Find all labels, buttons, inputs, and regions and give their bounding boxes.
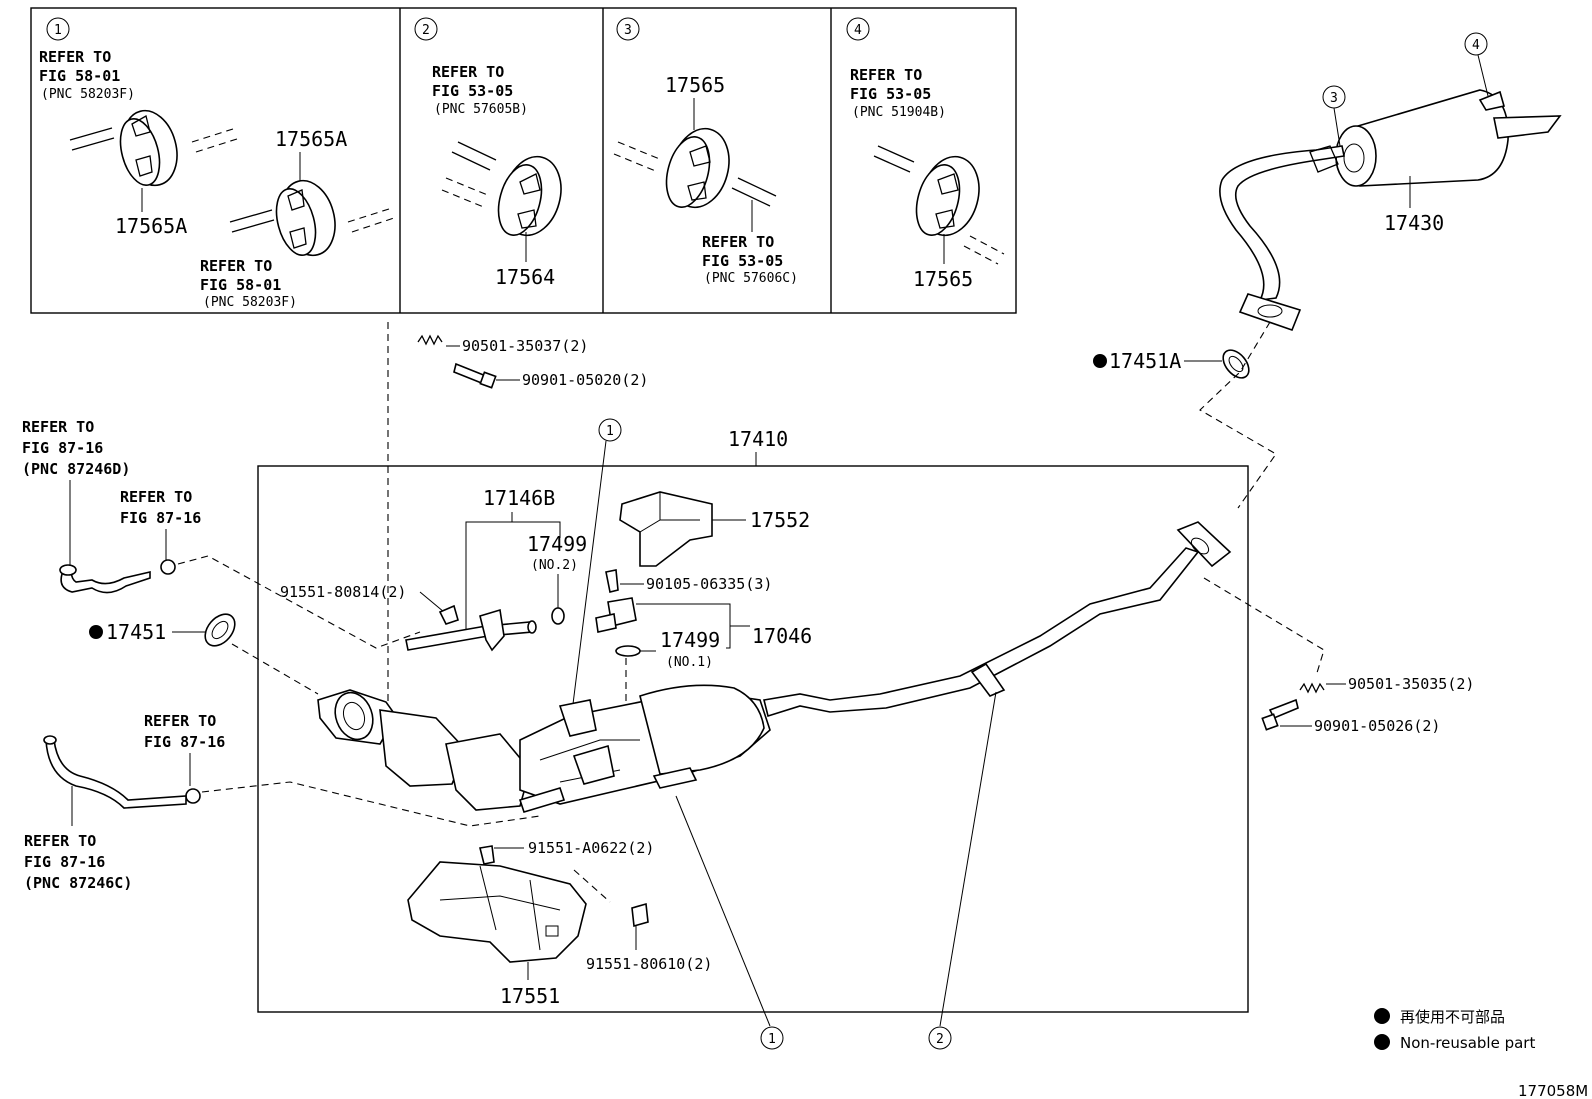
spring-bolt-upper: 90501-35037(2) 90901-05020(2) xyxy=(417,334,648,389)
part-91551-80610: 91551-80610(2) xyxy=(586,955,712,973)
heat-insulator-17552: 17552 xyxy=(619,491,810,567)
panel-1-part-b: 17565A xyxy=(275,127,347,151)
bolt-91551-80610: 91551-80610(2) xyxy=(586,902,712,973)
heat-insulator-17551: 17551 xyxy=(407,861,587,1008)
part-90501-35037: 90501-35037(2) xyxy=(462,337,588,355)
svg-text:REFER TO: REFER TO xyxy=(120,488,192,506)
part-90501-35035: 90501-35035(2) xyxy=(1348,675,1474,693)
svg-text:1: 1 xyxy=(606,424,614,439)
panel-1: 1 REFER TO FIG 58-01 (PNC 58203F) 17565A… xyxy=(39,17,395,310)
part-17552: 17552 xyxy=(750,508,810,532)
panel-2-ref-line2: FIG 53-05 xyxy=(432,82,513,100)
svg-text:2: 2 xyxy=(936,1032,944,1047)
o-ring-17499-no2: 17499 (NO.2) xyxy=(527,532,587,625)
panel-1-ref-a-line3: (PNC 58203F) xyxy=(41,87,135,102)
rubber-hanger-17565A-top xyxy=(119,109,178,187)
rubber-hanger-17565-panel3 xyxy=(665,127,730,209)
panel-4-ref-line1: REFER TO xyxy=(850,66,922,84)
svg-text:REFER TO: REFER TO xyxy=(144,712,216,730)
svg-text:4: 4 xyxy=(1472,38,1480,53)
callout-1-top: 1 xyxy=(571,418,622,713)
figure-id: 177058M xyxy=(1518,1082,1588,1099)
svg-text:(PNC 87246D): (PNC 87246D) xyxy=(22,460,130,478)
front-pipe-converter-17410 xyxy=(317,521,1232,813)
bolt-90105-06335: 90105-06335(3) xyxy=(605,569,772,593)
gasket-17451-label: 17451 xyxy=(106,620,166,644)
gasket-17451A-label: 17451A xyxy=(1109,349,1181,373)
panel-2-ref-line3: (PNC 57605B) xyxy=(434,102,528,117)
panel-4-number: 4 xyxy=(854,23,862,38)
panel-3-part: 17565 xyxy=(665,73,725,97)
panel-1-part-a: 17565A xyxy=(115,214,187,238)
panel-3-ref-line2: FIG 53-05 xyxy=(702,252,783,270)
rubber-hanger-17565A-right xyxy=(275,179,336,257)
panel-1-number: 1 xyxy=(54,23,62,38)
part-91551-80814: 91551-80814(2) xyxy=(280,583,406,601)
part-17146B: 17146B xyxy=(483,486,555,510)
panel-2-ref-line1: REFER TO xyxy=(432,63,504,81)
part-90901-05020: 90901-05020(2) xyxy=(522,371,648,389)
rubber-hanger-17565-panel4 xyxy=(915,155,980,237)
part-17551: 17551 xyxy=(500,984,560,1008)
svg-text:(PNC 87246C): (PNC 87246C) xyxy=(24,874,132,892)
hose-ref-top-left: REFER TO FIG 87-16 (PNC 87246D) xyxy=(22,418,151,594)
bolt-91551-A0622: 91551-A0622(2) xyxy=(479,839,654,865)
legend-en: Non-reusable part xyxy=(1400,1034,1535,1052)
callout-2-bottom: 2 xyxy=(928,691,997,1050)
part-90901-05026: 90901-05026(2) xyxy=(1314,717,1440,735)
panel-4-part: 17565 xyxy=(913,267,973,291)
panel-4-ref-line3: (PNC 51904B) xyxy=(852,105,946,120)
svg-text:FIG 87-16: FIG 87-16 xyxy=(144,733,225,751)
part-17499-no1-note: (NO.1) xyxy=(666,655,713,670)
muffler-part-number: 17430 xyxy=(1384,211,1444,235)
svg-text:1: 1 xyxy=(768,1032,776,1047)
pipe-17146B: 17146B xyxy=(405,486,561,652)
svg-text:FIG 87-16: FIG 87-16 xyxy=(120,509,201,527)
panel-3-number: 3 xyxy=(624,23,632,38)
callout-3: 3 xyxy=(1322,85,1346,147)
part-17499-no2-note: (NO.2) xyxy=(531,558,578,573)
panel-4: 4 REFER TO FIG 53-05 (PNC 51904B) 17565 xyxy=(846,17,1005,291)
panel-1-ref-b-line2: FIG 58-01 xyxy=(200,276,281,294)
gasket-17451A: 17451A xyxy=(1093,349,1250,379)
panel-2-number: 2 xyxy=(422,23,430,38)
rubber-hanger-17564 xyxy=(497,155,562,237)
svg-text:FIG 87-16: FIG 87-16 xyxy=(24,853,105,871)
tail-muffler-17430 xyxy=(1219,89,1562,332)
part-91551-A0622: 91551-A0622(2) xyxy=(528,839,654,857)
svg-text:REFER TO: REFER TO xyxy=(22,418,94,436)
inset-panels xyxy=(30,7,1017,314)
part-17499-no2: 17499 xyxy=(527,532,587,556)
assembly-box-17410: 17410 xyxy=(257,427,1249,1013)
legend: 再使用不可部品 Non-reusable part xyxy=(1374,1008,1535,1052)
panel-3: 3 17565 REFER TO FIG 53-05 (PNC 57606C) xyxy=(613,17,798,286)
hose-ref-bottom-left: REFER TO FIG 87-16 (PNC 87246C) xyxy=(24,735,187,892)
panel-3-ref-line3: (PNC 57606C) xyxy=(704,271,798,286)
panel-1-ref-a-line1: REFER TO xyxy=(39,48,111,66)
callout-4: 4 xyxy=(1464,32,1489,97)
panel-2: 2 REFER TO FIG 53-05 (PNC 57605B) 17564 xyxy=(414,17,562,289)
svg-text:REFER TO: REFER TO xyxy=(24,832,96,850)
hose-ref-clip-bottom: REFER TO FIG 87-16 xyxy=(144,712,225,804)
sensor-17046: 17046 17499 (NO.1) xyxy=(595,597,812,670)
gasket-17451: 17451 xyxy=(89,613,236,647)
hose-ref-clip-top: REFER TO FIG 87-16 xyxy=(120,488,201,575)
legend-jp: 再使用不可部品 xyxy=(1400,1008,1505,1026)
part-17499-no1: 17499 xyxy=(660,628,720,652)
spring-bolt-right: 90501-35035(2) 90901-05026(2) xyxy=(1261,675,1474,735)
assembly-part-number: 17410 xyxy=(728,427,788,451)
panel-1-ref-b-line3: (PNC 58203F) xyxy=(203,295,297,310)
panel-2-part: 17564 xyxy=(495,265,555,289)
part-17046: 17046 xyxy=(752,624,812,648)
callout-1-bottom: 1 xyxy=(675,795,784,1050)
part-90105-06335: 90105-06335(3) xyxy=(646,575,772,593)
svg-text:FIG 87-16: FIG 87-16 xyxy=(22,439,103,457)
panel-3-ref-line1: REFER TO xyxy=(702,233,774,251)
panel-4-ref-line2: FIG 53-05 xyxy=(850,85,931,103)
panel-1-ref-a-line2: FIG 58-01 xyxy=(39,67,120,85)
bolt-91551-80814: 91551-80814(2) xyxy=(280,583,459,625)
svg-text:3: 3 xyxy=(1330,91,1338,106)
panel-1-ref-b-line1: REFER TO xyxy=(200,257,272,275)
